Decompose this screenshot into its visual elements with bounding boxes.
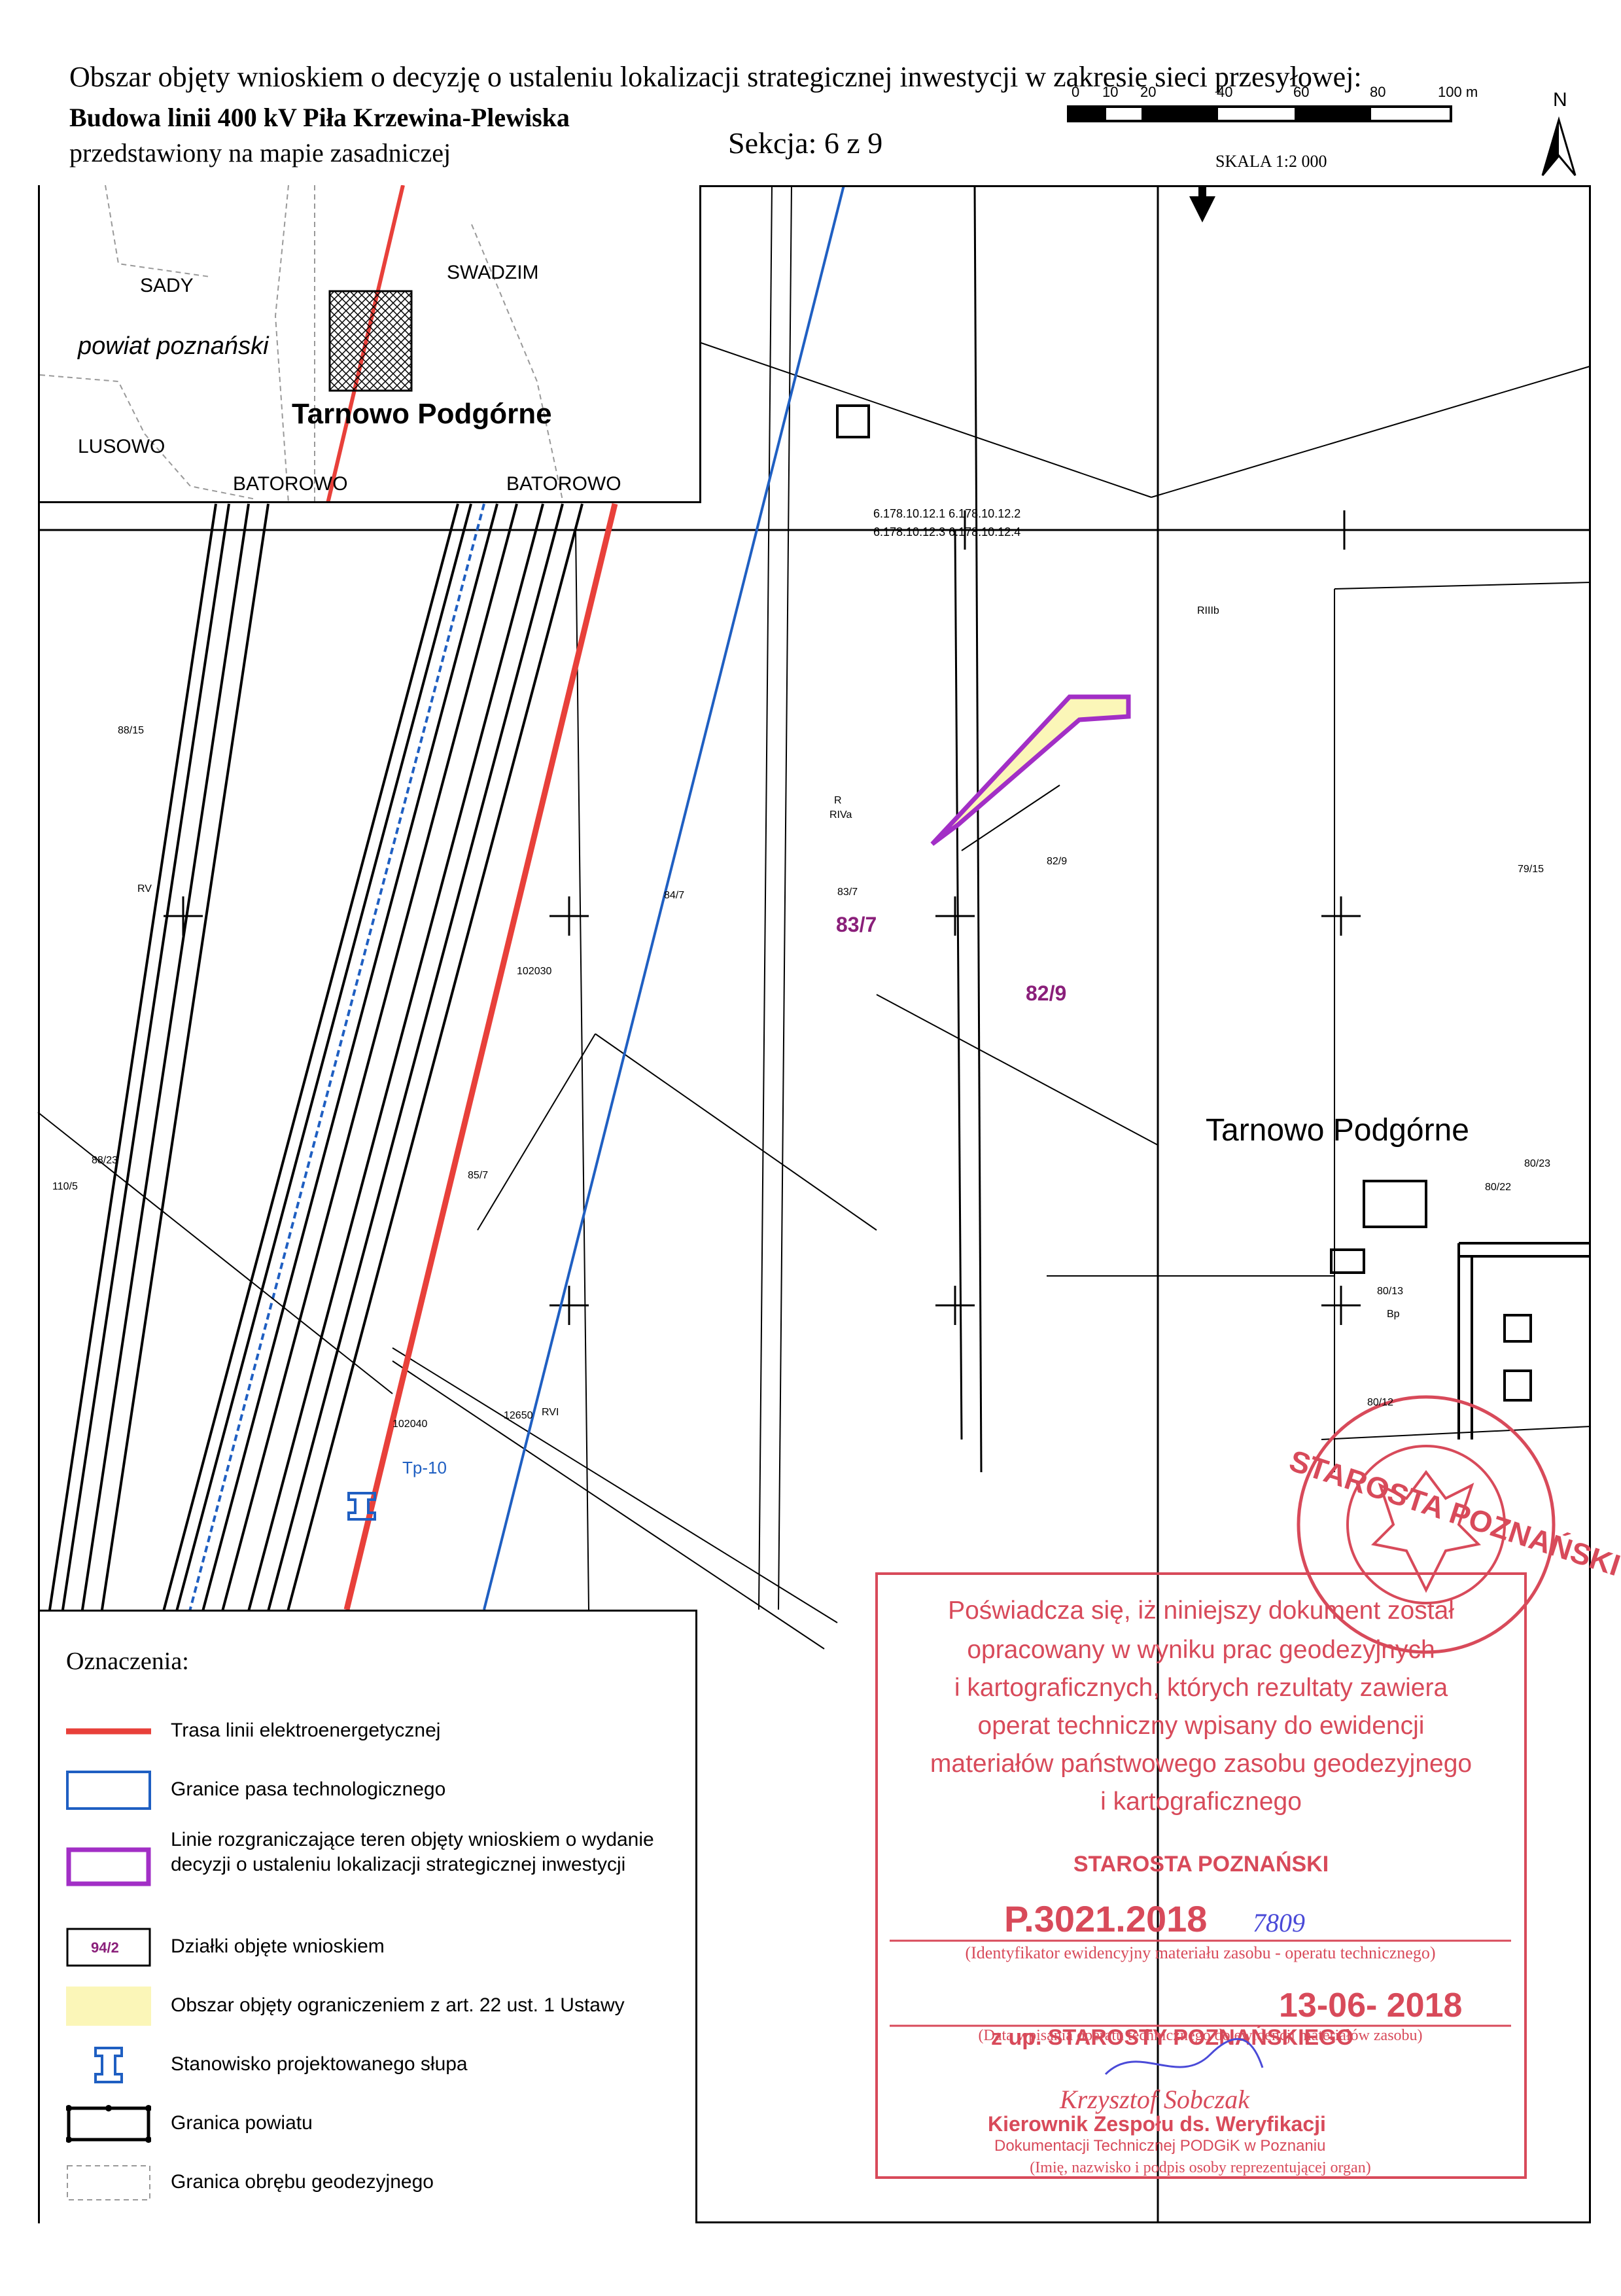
- scale-tick: 60: [1293, 84, 1310, 100]
- stamp-date-note: (Data wpisania operatu technicznego do e…: [978, 2027, 1423, 2044]
- stamp-rule: [890, 1939, 1511, 1942]
- map-small-label: 82/9: [1047, 856, 1068, 867]
- stamp-starosta: STAROSTA POZNAŃSKI: [1073, 1852, 1329, 1877]
- scale-tick: 0: [1072, 84, 1080, 100]
- seal-icon: [1297, 1395, 1556, 1654]
- power-line-route: [343, 503, 618, 1611]
- stamp-name-note: (Imię, nazwisko i podpis osoby reprezent…: [1030, 2159, 1371, 2176]
- signature-icon: [1104, 2038, 1264, 2075]
- parcel-label-82-9: 82/9: [1026, 981, 1067, 1005]
- legend-item: Granice pasa technologicznego: [66, 1765, 688, 1811]
- map-small-label: 80/22: [1485, 1182, 1512, 1193]
- pole-icon: [347, 1492, 376, 1521]
- scale-tick: 20: [1140, 84, 1157, 100]
- stamp-signature-name: Krzysztof Sobczak: [1060, 2085, 1249, 2114]
- map-small-label: 80/13: [1377, 1286, 1404, 1297]
- restriction-area: [930, 694, 1131, 846]
- legend: Oznaczenia: Trasa linii elektroenergetyc…: [38, 1610, 697, 2223]
- legend-item: Granica obrębu geodezyjnego: [66, 2158, 688, 2204]
- inset-label-batorowo: BATOROWO: [506, 473, 621, 495]
- north-arrow-icon: [1189, 183, 1215, 222]
- stamp-text: Poświadcza się, iż niniejszy dokument zo…: [948, 1597, 1454, 1625]
- stamp-identifier-note: (Identyfikator ewidencyjny materiału zas…: [965, 1943, 1436, 1962]
- inset-label-swadzim: SWADZIM: [447, 262, 539, 283]
- map-small-label: 102030: [517, 966, 552, 977]
- scale-tick: 40: [1217, 84, 1233, 100]
- inset-label-lusowo: LUSOWO: [78, 436, 166, 457]
- legend-item: Granica powiatu: [66, 2099, 688, 2145]
- parcel-sample-icon: [66, 1928, 151, 1967]
- page-title: Obszar objęty wnioskiem o decyzję o usta…: [69, 61, 1362, 93]
- stamp-position: Kierownik Zespołu ds. Weryfikacji: [988, 2112, 1326, 2136]
- parcel-label-83-7: 83/7: [836, 913, 877, 936]
- precinct-border-icon: [67, 2165, 150, 2200]
- parcel-sample-label: 94/2: [91, 1939, 119, 1956]
- purple-rect-icon: [66, 1847, 151, 1886]
- map-small-label: 12650: [504, 1410, 533, 1421]
- base-map-note: przedstawiony na mapie zasadniczej: [69, 138, 451, 168]
- map-small-label: 79/15: [1518, 864, 1544, 875]
- map-small-label: RVI: [542, 1407, 559, 1418]
- pole-icon: [94, 2047, 123, 2083]
- stamp-text: opracowany w wyniku prac geodezyjnych: [967, 1636, 1435, 1664]
- scale-tick: 10: [1102, 84, 1119, 100]
- county-border-icon: [66, 2105, 151, 2143]
- yellow-fill-icon: [66, 1987, 151, 2026]
- stamp-text: i kartograficznego: [1100, 1788, 1302, 1816]
- north-arrow-icon: [1541, 116, 1577, 176]
- header: Obszar objęty wnioskiem o decyzję o usta…: [38, 38, 1591, 187]
- ref-label: 6.178.10.12.3 6.178.10.12.4: [873, 525, 1021, 539]
- legend-item: Linie rozgraniczające teren objęty wnios…: [66, 1828, 688, 1906]
- stamp-on-behalf: z up. STAROSTY POZNAŃSKIEGO: [991, 2025, 1354, 2050]
- stamp-operat: P.3021.2018: [1004, 1898, 1208, 1939]
- red-line-icon: [66, 1728, 151, 1735]
- inset-label-county: powiat poznański: [78, 332, 269, 360]
- stamp-text: operat techniczny wpisany do ewidencji: [977, 1712, 1425, 1740]
- map-small-label: 80/12: [1367, 1397, 1394, 1408]
- ref-label: 6.178.10.12.1 6.178.10.12.2: [873, 507, 1021, 520]
- certification-stamp: [875, 1572, 1527, 2179]
- map-small-label: 102040: [392, 1419, 428, 1430]
- map-small-label: 88/23: [92, 1155, 118, 1166]
- blue-rect-icon: [66, 1771, 151, 1810]
- stamp-date: 13-06- 2018: [1279, 1987, 1463, 2024]
- inset-label-sady: SADY: [140, 275, 194, 296]
- legend-item: Stanowisko projektowanego słupa: [66, 2040, 688, 2086]
- map-small-label: 85/7: [468, 1170, 489, 1181]
- scale-caption: SKALA 1:2 000: [1215, 152, 1327, 171]
- stamp-handwritten-number: 7809: [1253, 1908, 1305, 1937]
- map-small-label: RIVa: [829, 809, 852, 821]
- section-number: Sekcja: 6 z 9: [728, 126, 883, 160]
- stamp-text: materiałów państwowego zasobu geodezyjne…: [930, 1750, 1473, 1778]
- map-small-label: 80/23: [1524, 1158, 1551, 1169]
- scale-tick: 80: [1370, 84, 1386, 100]
- map-small-label: 110/5: [52, 1181, 78, 1192]
- legend-item: Trasa linii elektroenergetycznej: [66, 1706, 688, 1752]
- map-small-label: R: [834, 795, 842, 806]
- inset-label-batorowo: BATOROWO: [233, 473, 348, 495]
- map-small-label: 83/7: [837, 887, 858, 898]
- map-small-label: 88/15: [118, 725, 145, 736]
- legend-item: 94/2 Działki objęte wnioskiem: [66, 1922, 688, 1968]
- inset-label-town: Tarnowo Podgórne: [292, 398, 552, 430]
- map-small-label: Bp: [1387, 1309, 1400, 1320]
- stamp-rule: [890, 2024, 1511, 2027]
- town-label: Tarnowo Podgórne: [1206, 1113, 1469, 1148]
- stamp-department: Dokumentacji Technicznej PODGiK w Poznan…: [994, 2137, 1326, 2155]
- project-name: Budowa linii 400 kV Piła Krzewina-Plewis…: [69, 103, 570, 132]
- map-small-label: 84/7: [664, 890, 685, 901]
- scale-bar: [1067, 105, 1452, 122]
- stamp-text: i kartograficznych, których rezultaty za…: [954, 1674, 1448, 1702]
- scale-tick: 100 m: [1438, 84, 1478, 100]
- map-small-label: RIIIb: [1197, 605, 1219, 616]
- legend-item: Obszar objęty ograniczeniem z art. 22 us…: [66, 1981, 688, 2027]
- inset-map: SADY SWADZIM powiat poznański Tarnowo Po…: [38, 185, 701, 503]
- inset-map-lines: [40, 185, 564, 501]
- pole-label: Tp-10: [402, 1458, 447, 1477]
- north-label: N: [1553, 89, 1567, 111]
- legend-title: Oznaczenia:: [66, 1648, 189, 1675]
- map-small-label: RV: [137, 883, 152, 894]
